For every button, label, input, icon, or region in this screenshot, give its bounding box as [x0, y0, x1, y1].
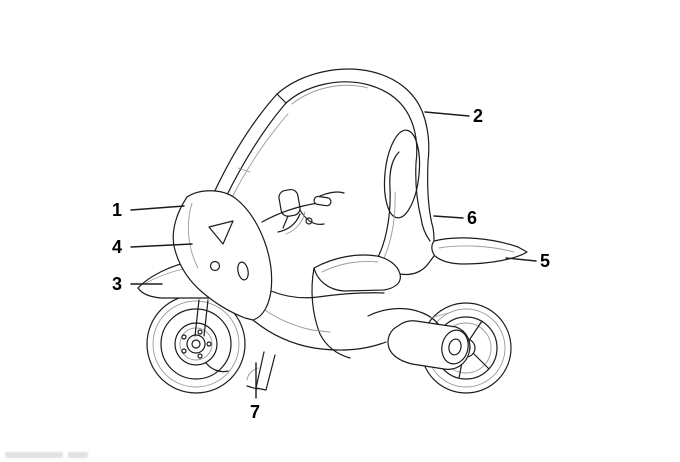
center-stand — [246, 351, 276, 391]
callout-5[interactable]: 5 — [540, 251, 551, 271]
front-fairing — [172, 190, 273, 321]
watermark — [5, 452, 88, 458]
seat — [313, 254, 401, 292]
exhaust-muffler — [387, 320, 471, 370]
handlebar-controls — [261, 191, 345, 235]
mirror — [278, 188, 301, 229]
windshield — [211, 93, 289, 202]
tail-rack — [431, 237, 528, 265]
callout-1[interactable]: 1 — [112, 200, 123, 220]
rear-window — [383, 129, 421, 219]
callout-7[interactable]: 7 — [250, 402, 261, 422]
callout-3[interactable]: 3 — [112, 274, 123, 294]
callout-6[interactable]: 6 — [467, 208, 478, 228]
front-wheel — [146, 294, 246, 394]
callout-2[interactable]: 2 — [473, 106, 484, 126]
body-lower — [252, 255, 435, 359]
seat-backrest — [377, 151, 400, 259]
callout-4[interactable]: 4 — [112, 237, 123, 257]
leader-lines — [130, 111, 537, 399]
roof-canopy — [276, 68, 435, 242]
